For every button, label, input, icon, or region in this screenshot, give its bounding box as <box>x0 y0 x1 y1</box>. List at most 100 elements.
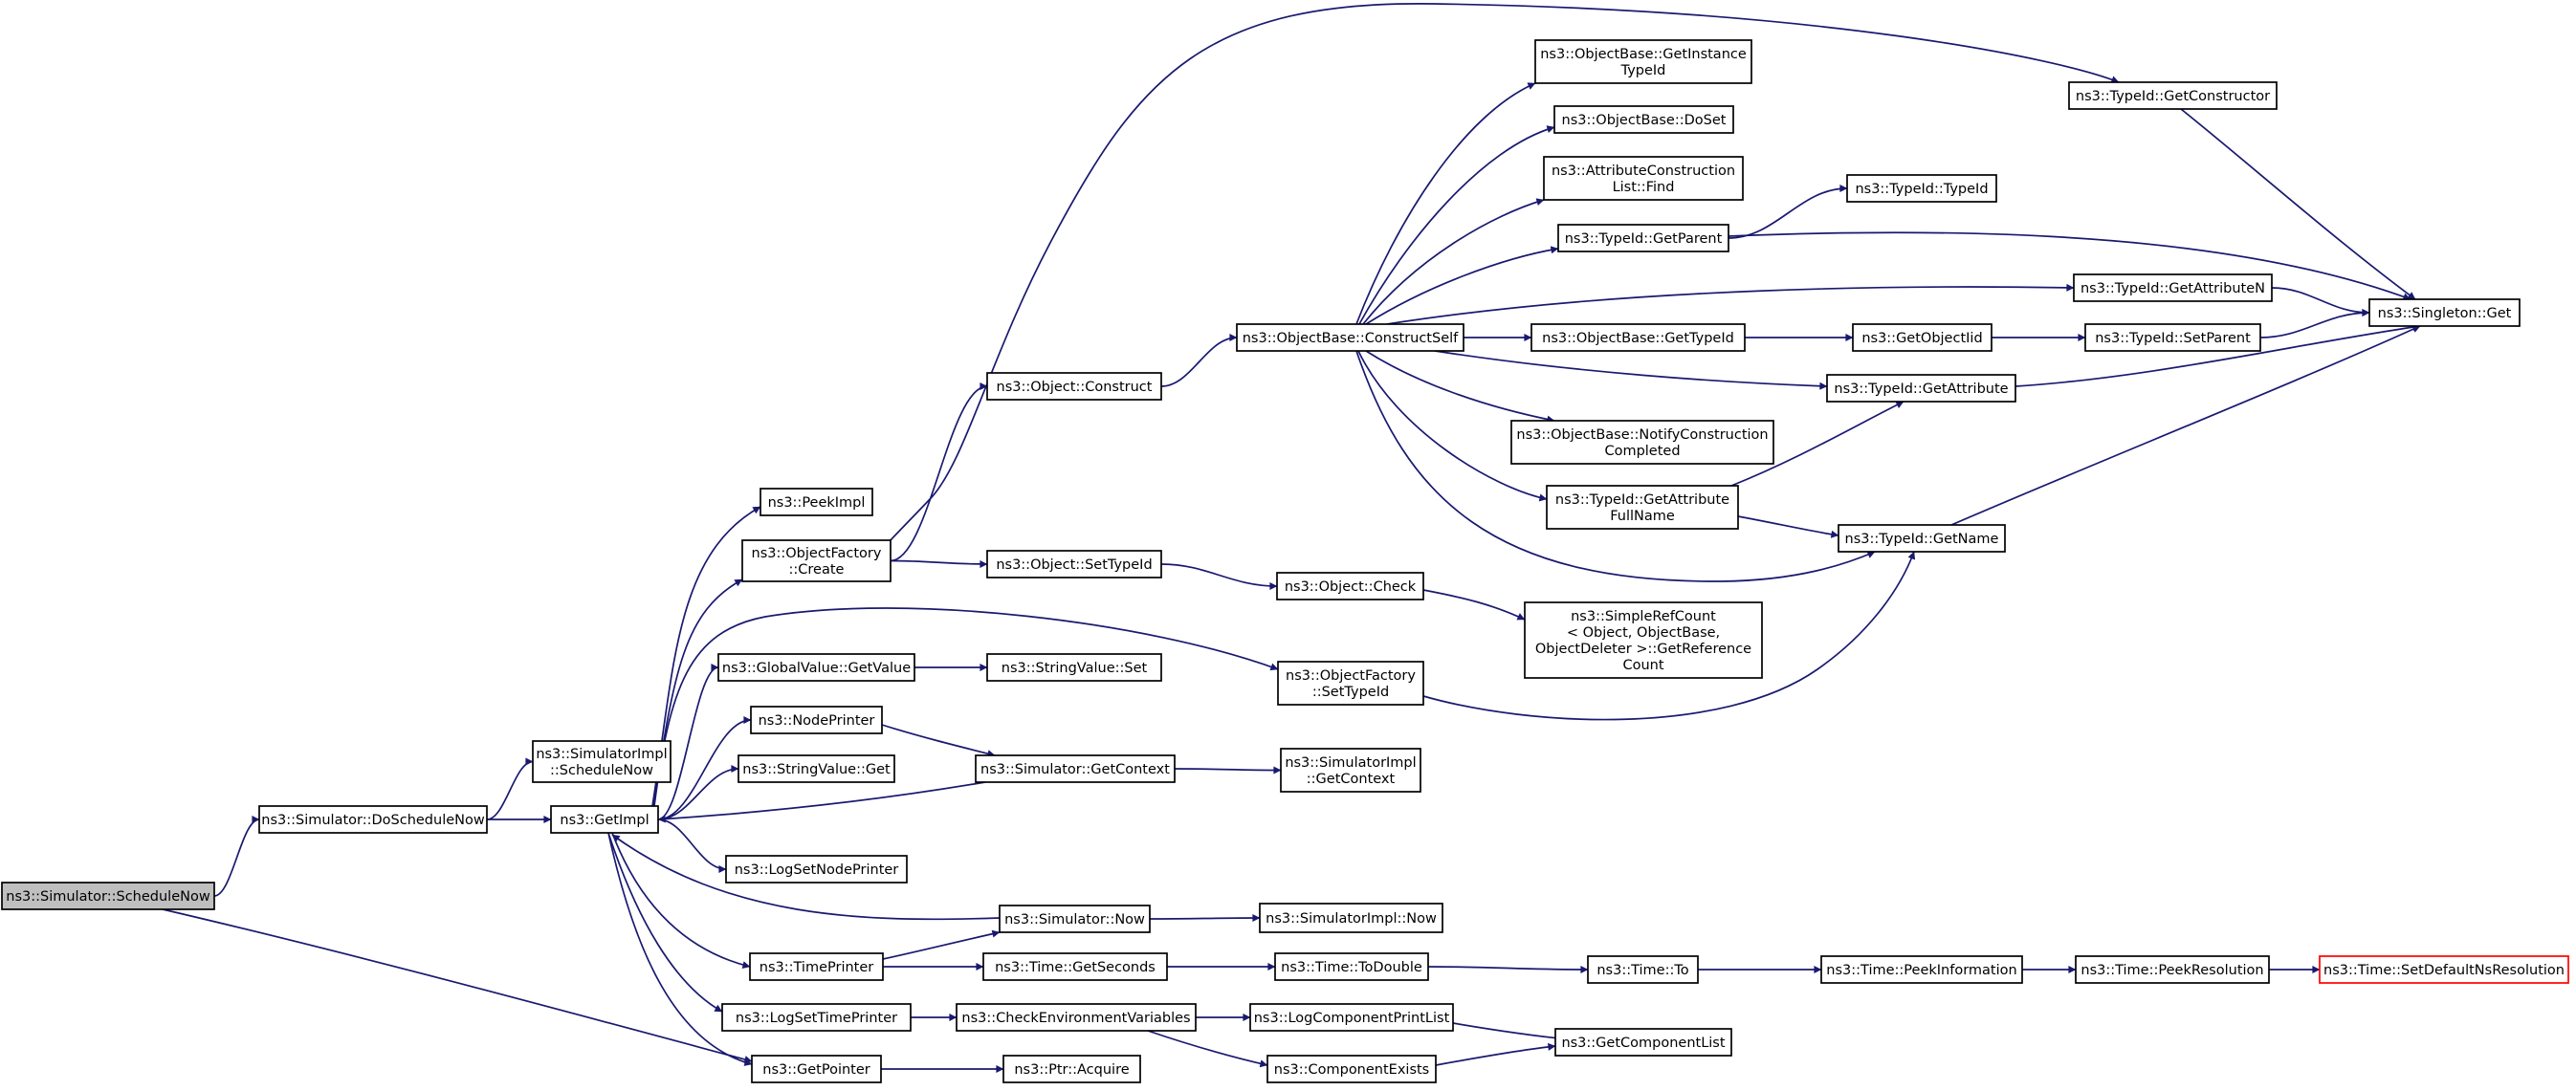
node-typeid-setparent[interactable]: ns3::TypeId::SetParent <box>2084 323 2261 352</box>
node-label: ns3::Ptr::Acquire <box>1014 1062 1129 1078</box>
node-globalvalue-getvalue[interactable]: ns3::GlobalValue::GetValue <box>717 653 915 682</box>
node-typeid-getconstructor[interactable]: ns3::TypeId::GetConstructor <box>2068 81 2278 110</box>
edge-typeid_getattributefullname-to-typeid_getattribute <box>1730 401 1904 487</box>
edge-typeid_setparent-to-singleton_get <box>2259 309 2370 338</box>
edge-typeid_getconstructor-to-singleton_get <box>2180 108 2416 300</box>
edge-objbase_constructself-to-typeid_getattributefullname <box>1357 350 1548 502</box>
node-do-schedule-now[interactable]: ns3::Simulator::DoScheduleNow <box>258 805 488 834</box>
node-typeid-typeid[interactable]: ns3::TypeId::TypeId <box>1846 174 1997 203</box>
node-singleton-get[interactable]: ns3::Singleton::Get <box>2368 298 2521 327</box>
node-get-object-iid[interactable]: ns3::GetObjectIid <box>1852 323 1993 352</box>
node-check-env-vars[interactable]: ns3::CheckEnvironmentVariables <box>956 1003 1197 1032</box>
node-label: ns3::ObjectBase::NotifyConstruction <box>1516 427 1768 443</box>
node-label: ns3::ObjectBase::GetInstance <box>1540 47 1747 62</box>
node-label: ns3::Time::PeekInformation <box>1826 963 2016 978</box>
node-box <box>1553 105 1734 134</box>
node-box <box>750 706 883 734</box>
node-object-settypeid[interactable]: ns3::Object::SetTypeId <box>986 550 1162 578</box>
node-box <box>1280 748 1421 793</box>
node-label: ns3::LogSetTimePrinter <box>736 1011 897 1026</box>
node-objfactory-settypeid[interactable]: ns3::ObjectFactory::SetTypeId <box>1277 661 1424 706</box>
node-label: ns3::TypeId::GetParent <box>1565 231 1723 247</box>
edge-get_impl-to-get_pointer <box>607 832 753 1066</box>
node-object-construct[interactable]: ns3::Object::Construct <box>986 372 1162 401</box>
node-get-pointer[interactable]: ns3::GetPointer <box>751 1055 882 1083</box>
node-time-printer[interactable]: ns3::TimePrinter <box>749 952 884 981</box>
node-typeid-getname[interactable]: ns3::TypeId::GetName <box>1838 524 2006 553</box>
node-simplerefcount-getreferencecount[interactable]: ns3::SimpleRefCount< Object, ObjectBase,… <box>1524 601 1763 679</box>
node-label: ns3::ObjectBase::DoSet <box>1562 113 1727 128</box>
node-box <box>1524 601 1763 679</box>
node-simimpl-schedule-now[interactable]: ns3::SimulatorImpl::ScheduleNow <box>532 740 672 783</box>
node-log-set-node-printer[interactable]: ns3::LogSetNodePrinter <box>725 855 908 884</box>
node-box <box>1587 955 1699 984</box>
node-ptr-acquire[interactable]: ns3::Ptr::Acquire <box>1002 1055 1141 1083</box>
edge-get_impl-to-node_printer <box>657 716 752 820</box>
node-stringvalue-set[interactable]: ns3::StringValue::Set <box>986 653 1162 682</box>
edge-objbase_constructself-to-typeid_getparent <box>1365 246 1559 325</box>
node-label: ns3::GetImpl <box>560 813 649 828</box>
node-label: < Object, ObjectBase, <box>1567 625 1720 641</box>
node-typeid-getattributen[interactable]: ns3::TypeId::GetAttributeN <box>2073 273 2273 302</box>
node-label: ns3::NodePrinter <box>759 713 875 729</box>
edge-get_impl-to-stringvalue_get <box>657 765 739 820</box>
node-time-todouble[interactable]: ns3::Time::ToDouble <box>1274 952 1429 981</box>
node-object-check[interactable]: ns3::Object::Check <box>1276 572 1424 600</box>
node-box <box>741 539 892 582</box>
node-label: ns3::StringValue::Get <box>742 762 891 777</box>
node-box <box>1826 374 2016 403</box>
node-box <box>1236 323 1464 352</box>
node-label: ns3::StringValue::Set <box>1002 661 1148 676</box>
edge-typeid_getname-to-singleton_get <box>1950 325 2421 526</box>
edge-get_impl-to-log_set_node_printer <box>657 818 727 873</box>
edge-objbase_constructself-to-objbase_notifyconstructioncompleted <box>1365 350 1555 424</box>
node-label: ns3::Time::GetSeconds <box>995 960 1156 975</box>
node-simimpl-now[interactable]: ns3::SimulatorImpl::Now <box>1259 903 1443 933</box>
node-log-component-print-list[interactable]: ns3::LogComponentPrintList <box>1249 1003 1454 1032</box>
edge-objbase_constructself-to-attr_construction_list_find <box>1362 198 1545 325</box>
node-time-to[interactable]: ns3::Time::To <box>1587 955 1699 984</box>
node-peek-impl[interactable]: ns3::PeekImpl <box>760 488 873 516</box>
node-label: TypeId <box>1620 63 1666 78</box>
node-log-set-time-printer[interactable]: ns3::LogSetTimePrinter <box>721 1003 912 1032</box>
node-get-component-list[interactable]: ns3::GetComponentList <box>1554 1028 1732 1057</box>
node-time-setdefaultnsresolution[interactable]: ns3::Time::SetDefaultNsResolution <box>2319 955 2569 984</box>
edge-objbase_constructself-to-objbase_doset <box>1358 125 1555 325</box>
node-label: ns3::TypeId::GetAttribute <box>1834 382 2008 397</box>
node-time-getseconds[interactable]: ns3::Time::GetSeconds <box>982 952 1168 981</box>
edge-check_env_vars-to-component_exists <box>1147 1030 1268 1068</box>
edge-object_construct-to-objbase_constructself <box>1160 334 1238 387</box>
node-label: ns3::TypeId::GetAttributeN <box>2081 281 2265 296</box>
node-node-printer[interactable]: ns3::NodePrinter <box>750 706 883 734</box>
node-simulator-getcontext[interactable]: ns3::Simulator::GetContext <box>975 754 1176 783</box>
node-objbase-notifyconstructioncompleted[interactable]: ns3::ObjectBase::NotifyConstructionCompl… <box>1510 420 1774 465</box>
node-objbase-constructself[interactable]: ns3::ObjectBase::ConstructSelf <box>1236 323 1464 352</box>
node-schedule-now[interactable]: ns3::Simulator::ScheduleNow <box>1 882 215 910</box>
node-box <box>1846 174 1997 203</box>
node-simulator-now[interactable]: ns3::Simulator::Now <box>999 905 1151 933</box>
node-simimpl-getcontext[interactable]: ns3::SimulatorImpl::GetContext <box>1280 748 1421 793</box>
edge-log_component_print_list-to-get_component_list <box>1452 1022 1570 1043</box>
node-time-peekinformation[interactable]: ns3::Time::PeekInformation <box>1820 955 2023 984</box>
node-box <box>986 372 1162 401</box>
edge-objfactory_create-to-object_construct <box>890 382 988 562</box>
node-typeid-getattribute[interactable]: ns3::TypeId::GetAttribute <box>1826 374 2016 403</box>
node-box <box>1276 572 1424 600</box>
node-stringvalue-get[interactable]: ns3::StringValue::Get <box>738 754 895 783</box>
node-get-impl[interactable]: ns3::GetImpl <box>550 805 659 834</box>
node-component-exists[interactable]: ns3::ComponentExists <box>1266 1055 1437 1083</box>
node-label: ns3::Simulator::ScheduleNow <box>6 889 210 905</box>
node-box <box>1274 952 1429 981</box>
node-label: ns3::GetObjectIid <box>1861 331 1982 346</box>
node-typeid-getparent[interactable]: ns3::TypeId::GetParent <box>1557 224 1729 252</box>
node-label: ns3::GlobalValue::GetValue <box>722 661 911 676</box>
node-objfactory-create[interactable]: ns3::ObjectFactory::Create <box>741 539 892 582</box>
node-objbase-gettypeid[interactable]: ns3::ObjectBase::GetTypeId <box>1530 323 1746 352</box>
node-label: ns3::LogSetNodePrinter <box>735 862 899 878</box>
node-time-peekresolution[interactable]: ns3::Time::PeekResolution <box>2075 955 2270 984</box>
node-objbase-doset[interactable]: ns3::ObjectBase::DoSet <box>1553 105 1734 134</box>
node-label: ns3::ComponentExists <box>1274 1062 1430 1078</box>
